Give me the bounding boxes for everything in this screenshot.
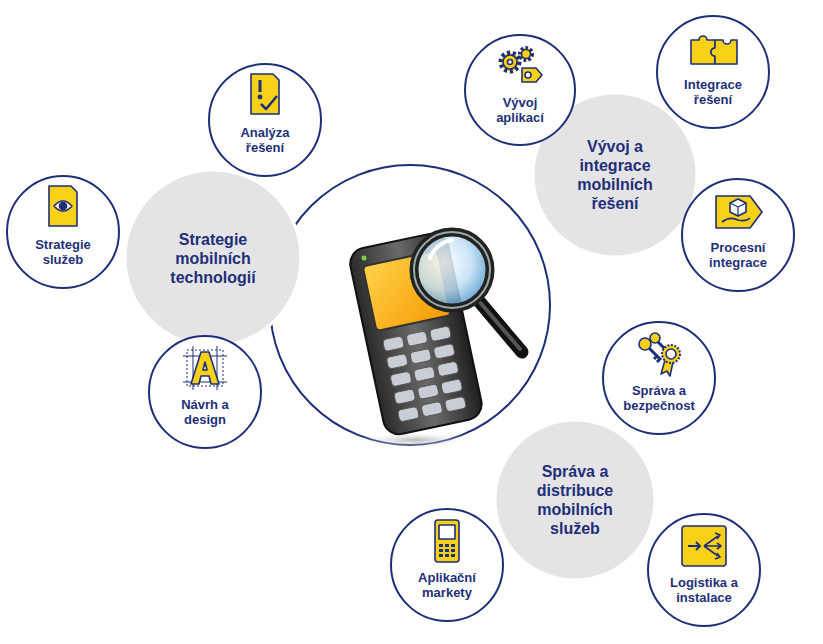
service-label: Analýza řešení	[223, 125, 307, 155]
service-circle: Integrace řešení	[656, 15, 770, 129]
process-tag-icon	[716, 196, 762, 228]
hub-label: Vývoj a integrace mobilních řešení	[563, 137, 667, 213]
gears-icon	[501, 48, 542, 82]
service-label: Aplikační markety	[405, 570, 489, 600]
eye-document-icon	[49, 186, 77, 226]
design-letter-icon	[183, 346, 227, 390]
service-circle: Správa a bezpečnost	[602, 321, 716, 435]
hub-disc	[125, 170, 301, 346]
service-disc	[648, 514, 760, 626]
service-circle: Analýza řešení	[208, 63, 322, 177]
service-disc	[7, 176, 119, 288]
service-circle: Logistika a instalace	[647, 513, 761, 627]
service-label: Logistika a instalace	[662, 575, 746, 605]
keys-medal-icon	[639, 333, 680, 376]
hub-label: Správa a distribuce mobilních služeb	[523, 462, 627, 538]
service-label: Procesní integrace	[696, 240, 780, 270]
service-label: Strategie služeb	[21, 237, 105, 267]
service-circle: Návrh a design	[148, 335, 262, 449]
hub-circle: Správa a distribuce mobilních služeb	[495, 420, 655, 580]
service-label: Integrace řešení	[671, 77, 755, 107]
analysis-document-icon	[251, 74, 279, 114]
hub-circle: Vývoj a integrace mobilních řešení	[533, 93, 697, 257]
hub-disc	[495, 420, 655, 580]
service-circle: Strategie služeb	[6, 175, 120, 289]
service-disc	[391, 509, 503, 621]
service-disc	[209, 64, 321, 176]
service-label: Návrh a design	[163, 397, 247, 427]
service-disc	[682, 179, 794, 291]
service-disc	[465, 35, 575, 145]
service-circle: Aplikační markety	[390, 508, 504, 622]
service-circle: Procesní integrace	[681, 178, 795, 292]
hub-label: Strategie mobilních technologií	[158, 230, 268, 287]
service-label: Vývoj aplikací	[478, 95, 562, 125]
service-disc	[603, 322, 715, 434]
service-label: Správa a bezpečnost	[617, 383, 701, 413]
puzzle-icon	[691, 36, 737, 64]
phone-illustration	[347, 231, 522, 448]
service-disc	[657, 16, 769, 128]
service-disc	[149, 336, 261, 448]
icons	[49, 36, 762, 566]
service-circle: Vývoj aplikací	[464, 34, 576, 146]
app-phone-icon	[435, 520, 459, 562]
center-circle	[270, 165, 550, 445]
logistics-arrows-icon	[682, 526, 726, 566]
hub-circle: Strategie mobilních technologií	[125, 170, 301, 346]
